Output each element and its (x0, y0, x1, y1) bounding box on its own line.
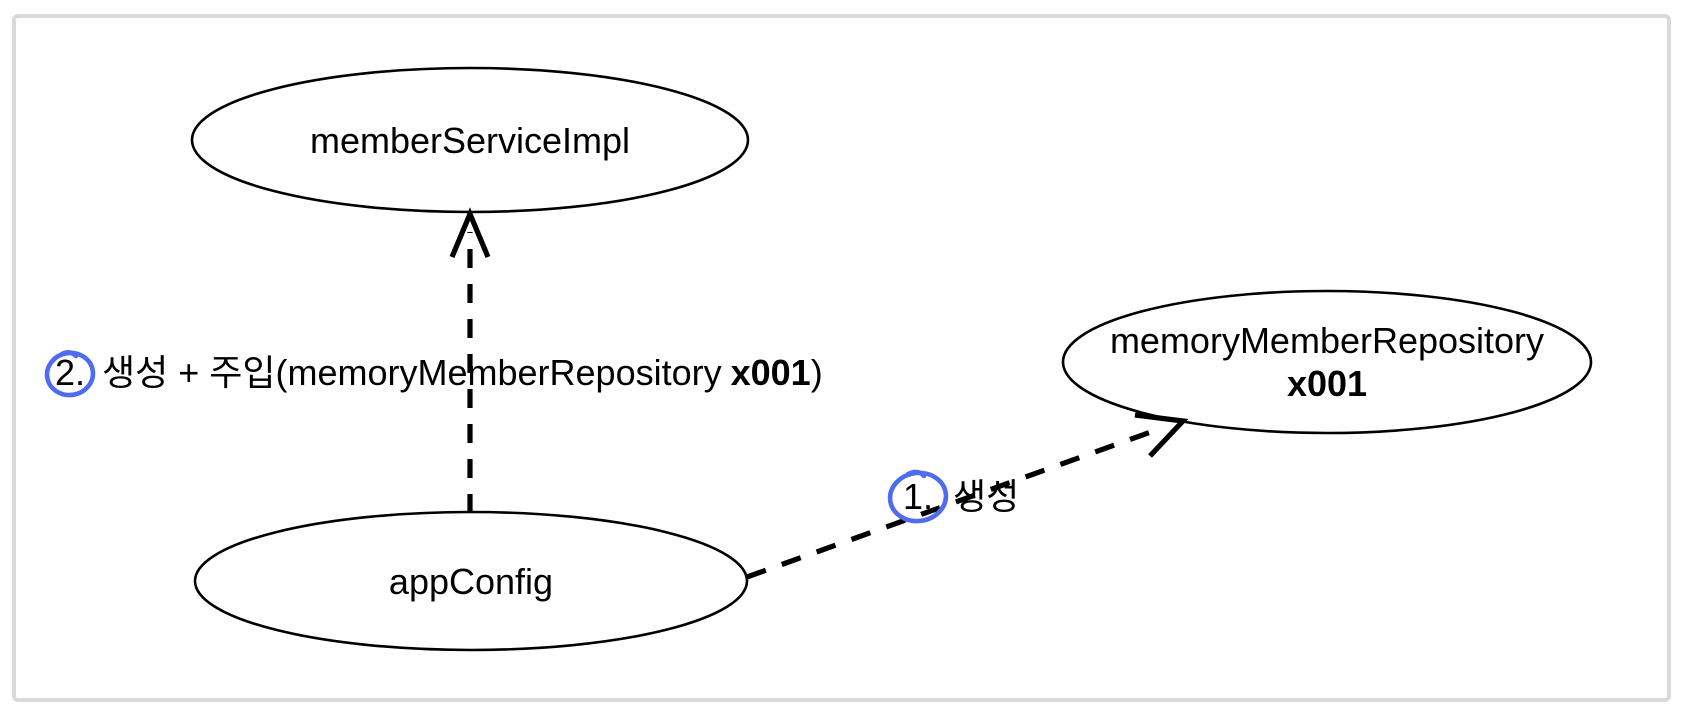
step-1-circle-stroke-icon (905, 469, 927, 479)
step-2-circle-stroke-icon (59, 350, 79, 359)
annotation-step-1: 1. 생성 (893, 476, 1019, 518)
annotation-step-2-number: 2. (54, 352, 86, 393)
node-app-config: appConfig (195, 512, 747, 650)
annotation-step-2-text: 생성 + 주입(memoryMemberRepository (102, 352, 722, 393)
node-member-service-impl: memberServiceImpl (192, 68, 748, 212)
node-memory-member-repository: memoryMemberRepository x001 (1063, 291, 1591, 433)
memory-member-repository-ellipse (1061, 289, 1593, 435)
annotation-step-1-text: 생성 (953, 476, 1020, 517)
create-arrow-head-icon (1134, 412, 1189, 458)
inject-arrow-head-icon (449, 207, 491, 259)
annotation-step-2-bold: x001 (730, 352, 811, 393)
node-memory-member-repository-sublabel: x001 (1286, 363, 1368, 404)
node-app-config-label: appConfig (388, 560, 554, 602)
node-memory-member-repository-label: memoryMemberRepository (1109, 320, 1545, 361)
annotation-step-2: 2. 생성 + 주입(memoryMemberRepository x001 ) (48, 352, 823, 394)
annotation-step-1-number: 1. (902, 476, 934, 517)
node-member-service-impl-label: memberServiceImpl (309, 119, 631, 161)
annotation-step-2-suffix: ) (810, 352, 823, 393)
